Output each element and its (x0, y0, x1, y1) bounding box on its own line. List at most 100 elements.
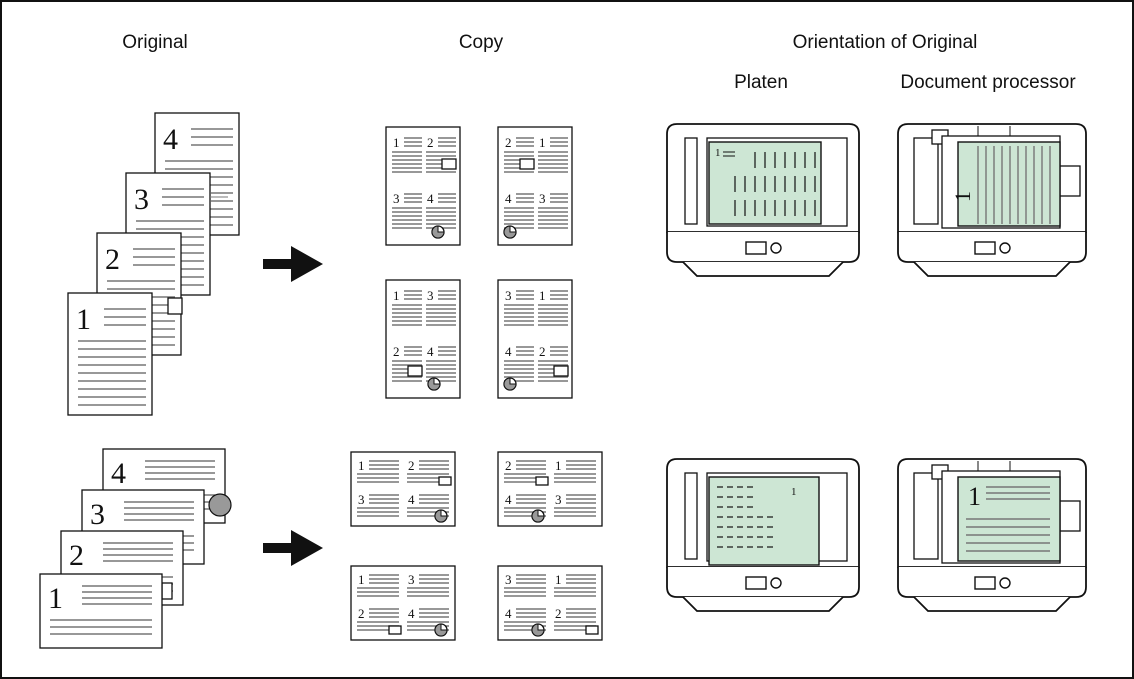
pie-graphic (208, 493, 232, 517)
page-number: 4 (505, 606, 512, 621)
copier-button (770, 577, 782, 589)
header-orientation: Orientation of Original (792, 32, 978, 53)
page-number: 4 (427, 191, 434, 206)
page-number: 4 (163, 123, 178, 156)
copy-portrait-page: 2 1 4 3 (497, 126, 573, 246)
processor-edge (913, 137, 939, 225)
page-number: 2 (408, 458, 415, 473)
copier-tray (913, 261, 1071, 277)
page-number: 1 (358, 572, 365, 587)
page-number: 4 (408, 492, 415, 507)
page-outline (67, 292, 153, 416)
original-page: 1 (67, 292, 153, 416)
copy-landscape-page: 1 3 2 4 (350, 565, 456, 641)
page-number: 3 (427, 288, 434, 303)
page-number: 2 (393, 344, 400, 359)
page-number: 3 (505, 572, 512, 587)
pie-slice (503, 225, 517, 239)
copier-glass-edge (684, 137, 698, 225)
copier-tray (682, 596, 844, 612)
small-box-graphic (553, 365, 569, 377)
page-number: 4 (505, 344, 512, 359)
copier-document-processor-icon: 1 (897, 458, 1087, 612)
page-number: 4 (505, 191, 512, 206)
page-number: 2 (105, 243, 120, 276)
small-box-graphic (438, 476, 452, 486)
page-number-rotated: 1 (715, 147, 721, 159)
original-page: 1 (39, 573, 163, 649)
page-number: 1 (76, 303, 91, 336)
page-number: 3 (505, 288, 512, 303)
copier-display (745, 241, 767, 255)
page-number: 1 (555, 572, 562, 587)
page-number: 2 (505, 135, 512, 150)
pie-slice (427, 377, 441, 391)
arrow-right-icon (263, 530, 323, 566)
page-number: 2 (427, 135, 434, 150)
page-number: 1 (539, 288, 546, 303)
header-platen: Platen (734, 72, 788, 93)
small-box-graphic (585, 625, 599, 635)
page-number: 2 (539, 344, 546, 359)
page-number: 4 (408, 606, 415, 621)
page-number-rotated: 1 (791, 486, 797, 498)
processor-stopper (1059, 165, 1081, 197)
copier-button (999, 242, 1011, 254)
copy-landscape-page: 3 1 4 2 (497, 565, 603, 641)
page-number: 4 (427, 344, 434, 359)
copy-portrait-page: 1 2 3 4 (385, 126, 461, 246)
page-number-rotated: 1 (950, 191, 975, 202)
header-original: Original (122, 32, 188, 53)
page-number: 2 (358, 606, 365, 621)
small-box-graphic (441, 158, 457, 170)
small-box-graphic (535, 476, 549, 486)
page-number: 3 (358, 492, 365, 507)
small-box-graphic (161, 582, 173, 600)
pie-slice (503, 377, 517, 391)
copier-platen-icon: 1 (666, 123, 860, 277)
page-number: 1 (358, 458, 365, 473)
page-number: 1 (48, 582, 63, 615)
copy-landscape-page: 1 2 3 4 (350, 451, 456, 527)
small-box-graphic (388, 625, 402, 635)
arrow-right-icon (263, 246, 323, 282)
processor-edge (913, 472, 939, 560)
copier-tray (913, 596, 1071, 612)
pie-slice (434, 509, 448, 523)
page-number: 1 (555, 458, 562, 473)
pie-slice (531, 509, 545, 523)
page-number: 2 (505, 458, 512, 473)
copier-button (999, 577, 1011, 589)
page-number: 2 (555, 606, 562, 621)
page-number: 1 (968, 482, 981, 511)
page-number: 2 (69, 539, 84, 572)
page-number: 3 (539, 191, 546, 206)
page-number: 3 (393, 191, 400, 206)
copier-display (745, 576, 767, 590)
pie-slice (531, 623, 545, 637)
copier-button (770, 242, 782, 254)
copier-tray (682, 261, 844, 277)
page-number: 3 (134, 183, 149, 216)
original-on-glass (708, 476, 820, 566)
page-number: 3 (408, 572, 415, 587)
small-box-graphic (519, 158, 535, 170)
processor-stopper (1059, 500, 1081, 532)
page-number: 4 (111, 457, 126, 490)
page-number: 3 (90, 498, 105, 531)
copy-portrait-page: 3 1 4 2 (497, 279, 573, 399)
page-number: 1 (539, 135, 546, 150)
page-outline (497, 451, 603, 527)
copier-display (974, 241, 996, 255)
page-number: 3 (555, 492, 562, 507)
copier-display (974, 576, 996, 590)
page-number: 1 (393, 135, 400, 150)
pie-slice (434, 623, 448, 637)
original-on-feeder (957, 141, 1061, 227)
small-box-graphic (167, 297, 183, 315)
